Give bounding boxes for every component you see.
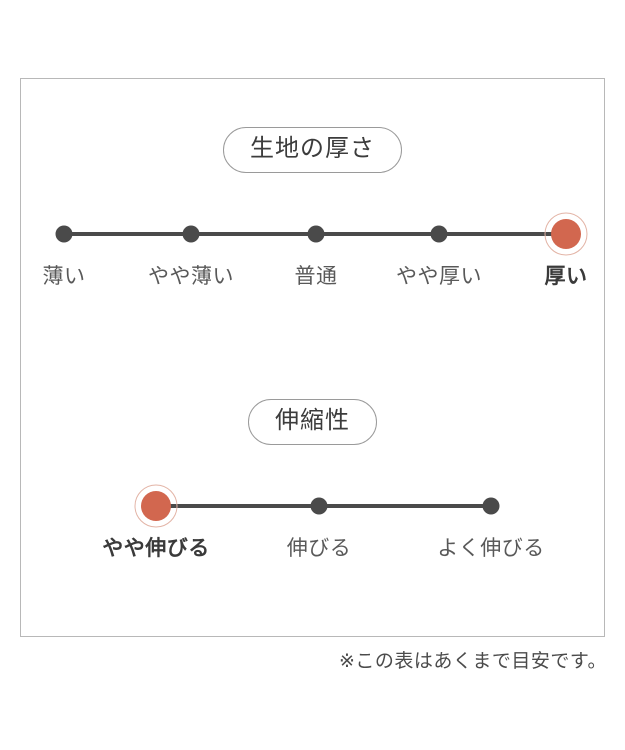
stretch-label-yoku-nobiru: よく伸びる xyxy=(437,537,545,560)
stretch-header-pill: 伸縮性 xyxy=(248,399,377,445)
thickness-label-atsui: 厚い xyxy=(544,265,588,288)
thickness-dot-yaya-atsui xyxy=(430,225,448,243)
thickness-scale: 薄い やや薄い 普通 やや厚い 厚い xyxy=(21,212,604,334)
thickness-header-row: 生地の厚さ xyxy=(21,127,604,173)
footnote-disclaimer: ※この表はあくまで目安です。 xyxy=(338,651,607,672)
stretch-dot-yaya-nobiru xyxy=(141,491,171,521)
thickness-label-usui: 薄い xyxy=(42,265,86,288)
thickness-selected-halo xyxy=(544,212,588,256)
stretch-label-nobiru: 伸びる xyxy=(286,537,352,560)
thickness-header-pill: 生地の厚さ xyxy=(223,127,402,173)
stretch-dot-nobiru xyxy=(310,497,328,515)
thickness-label-futsuu: 普通 xyxy=(294,265,338,288)
thickness-dot-atsui xyxy=(551,219,581,249)
stretch-selected-halo xyxy=(134,484,178,528)
stretch-scale: やや伸びる 伸びる よく伸びる xyxy=(21,484,604,606)
stretch-header-row: 伸縮性 xyxy=(21,399,604,445)
thickness-track-wrap xyxy=(21,212,604,256)
thickness-label-yaya-atsui: やや厚い xyxy=(396,265,482,288)
thickness-label-yaya-usui: やや薄い xyxy=(148,265,234,288)
stretch-label-yaya-nobiru: やや伸びる xyxy=(102,537,210,560)
fabric-property-card: 生地の厚さ 薄い やや薄い 普通 やや厚い 厚い xyxy=(20,78,605,637)
stretch-dot-yoku-nobiru xyxy=(482,497,500,515)
thickness-dot-futsuu xyxy=(307,225,325,243)
stretch-track-wrap xyxy=(21,484,604,528)
thickness-dot-usui xyxy=(55,225,73,243)
thickness-dot-yaya-usui xyxy=(182,225,200,243)
